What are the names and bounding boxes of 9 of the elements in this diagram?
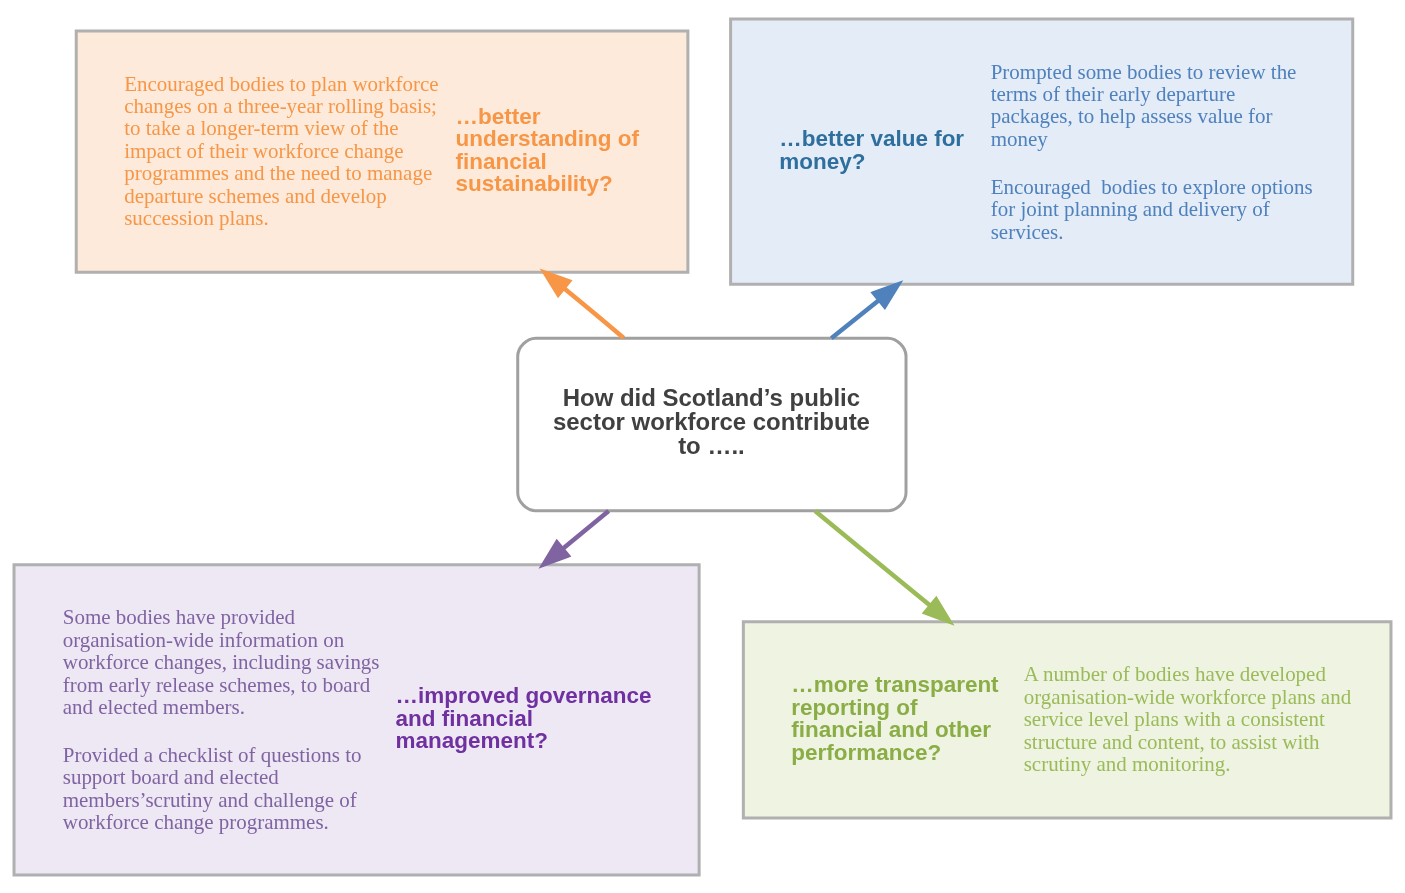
arrow [539, 267, 626, 340]
arrow [538, 508, 611, 569]
node-box: How did Scotland’s public sector workforce contribute to ….. [516, 336, 908, 512]
arrow [813, 508, 955, 626]
node-box: …more transparent reporting of financial and other performance? A number of bodies have developed organisation-wide workforce plans and service level plans with a consistent structure and content, to assist with scrutiny and monitoring. [741, 619, 1393, 820]
node-box: Encouraged bodies to plan workforce changes on a three-year rolling basis; to take a longer-term view of the impact of their workforce change programmes and the need to manage departure schemes and develop succession plans. …better understanding of financial sustainability? [74, 29, 690, 274]
node-box: …better value for money? Prompted some bodies to review the terms of their early departure packages, to help assess value for money Encouraged bodies to explore options for joint planning and delivery of services. [729, 17, 1355, 286]
arrow [830, 279, 904, 340]
node-box: Some bodies have provided organisation-wide information on workforce changes, including savings from early release schemes, to board and elected members. Provided a checklist of questions to support board and elected members’scrutiny and challenge of workforce change programmes. …improved governance and financial management? [12, 562, 701, 876]
